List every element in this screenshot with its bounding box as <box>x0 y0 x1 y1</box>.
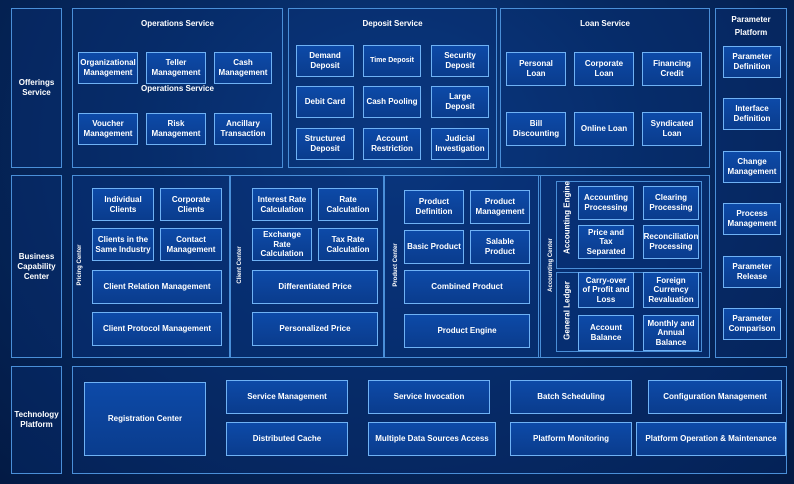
service-management-box[interactable]: Service Management <box>226 380 348 414</box>
voucher-management-box[interactable]: Voucher Management <box>78 113 138 145</box>
platform-monitoring-box[interactable]: Platform Monitoring <box>510 422 632 456</box>
risk-management-box[interactable]: Risk Management <box>146 113 206 145</box>
security-deposit-box[interactable]: Security Deposit <box>431 45 489 77</box>
product-management-box[interactable]: Product Management <box>470 190 530 224</box>
business-row-label: Business Capability Center <box>17 251 56 281</box>
online-loan-box[interactable]: Online Loan <box>574 112 634 146</box>
technology-row-label-panel <box>11 366 62 474</box>
individual-clients-box[interactable]: Individual Clients <box>92 188 154 221</box>
combined-product-box[interactable]: Combined Product <box>404 270 530 304</box>
loan-service-title: Loan Service <box>580 19 630 28</box>
corporate-clients-box[interactable]: Corporate Clients <box>160 188 222 221</box>
change-management-box[interactable]: Change Management <box>723 151 781 183</box>
pricing-center-label: Client Center <box>237 246 243 284</box>
accounting-engine-label: Accounting Engine <box>562 181 572 254</box>
ancillary-transaction-box[interactable]: Ancillary Transaction <box>214 113 272 145</box>
teller-management-box[interactable]: Teller Management <box>146 52 206 84</box>
operations-service-title: Operations Service <box>141 19 214 28</box>
time-deposit-box[interactable]: Time Deposit <box>363 45 421 77</box>
basic-product-box[interactable]: Basic Product <box>404 230 464 264</box>
demand-deposit-box[interactable]: Demand Deposit <box>296 45 354 77</box>
debit-card-box[interactable]: Debit Card <box>296 86 354 118</box>
process-management-box[interactable]: Process Management <box>723 203 781 235</box>
judicial-investigation-box[interactable]: Judicial Investigation <box>431 128 489 160</box>
parameter-release-box[interactable]: Parameter Release <box>723 256 781 288</box>
batch-scheduling-box[interactable]: Batch Scheduling <box>510 380 632 414</box>
foreign-currency-revaluation-box[interactable]: Foreign Currency Revaluation <box>643 272 699 308</box>
reconciliation-processing-box[interactable]: Reconciliation Processing <box>643 225 699 259</box>
cash-management-box[interactable]: Cash Management <box>214 52 272 84</box>
platform-operation-maintenance-box[interactable]: Platform Operation & Maintenance <box>636 422 786 456</box>
accounting-center-label: Accounting Center <box>548 238 554 292</box>
operations-service-subtitle: Operations Service <box>141 84 214 93</box>
service-invocation-box[interactable]: Service Invocation <box>368 380 490 414</box>
multiple-data-sources-access-box[interactable]: Multiple Data Sources Access <box>368 422 496 456</box>
parameter-definition-box[interactable]: Parameter Definition <box>723 46 781 78</box>
differentiated-price-box[interactable]: Differentiated Price <box>252 270 378 304</box>
syndicated-loan-box[interactable]: Syndicated Loan <box>642 112 702 146</box>
client-center-label: Pricing Center <box>77 244 83 286</box>
organizational-management-box[interactable]: Organizational Management <box>78 52 138 84</box>
monthly-annual-balance-box[interactable]: Monthly and Annual Balance <box>643 315 699 351</box>
interface-definition-box[interactable]: Interface Definition <box>723 98 781 130</box>
tax-rate-calculation-box[interactable]: Tax Rate Calculation <box>318 228 378 261</box>
product-center-label: Product Center <box>393 243 399 287</box>
contact-management-box[interactable]: Contact Management <box>160 228 222 261</box>
account-restriction-box[interactable]: Account Restriction <box>363 128 421 160</box>
rate-calculation-box[interactable]: Rate Calculation <box>318 188 378 221</box>
exchange-rate-calculation-box[interactable]: Exchange Rate Calculation <box>252 228 312 261</box>
financing-credit-box[interactable]: Financing Credit <box>642 52 702 86</box>
carry-over-profit-loss-box[interactable]: Carry-over of Profit and Loss <box>578 272 634 308</box>
technology-row-label: Technology Platform <box>14 410 59 429</box>
client-relation-management-box[interactable]: Client Relation Management <box>92 270 222 304</box>
general-ledger-label: General Ledger <box>562 281 572 340</box>
offerings-row-label-panel <box>11 8 62 168</box>
corporate-loan-box[interactable]: Corporate Loan <box>574 52 634 86</box>
personalized-price-box[interactable]: Personalized Price <box>252 312 378 346</box>
product-definition-box[interactable]: Product Definition <box>404 190 464 224</box>
salable-product-box[interactable]: Salable Product <box>470 230 530 264</box>
distributed-cache-box[interactable]: Distributed Cache <box>226 422 348 456</box>
cash-pooling-box[interactable]: Cash Pooling <box>363 86 421 118</box>
clients-same-industry-box[interactable]: Clients in the Same Industry <box>92 228 154 261</box>
configuration-management-box[interactable]: Configuration Management <box>648 380 782 414</box>
registration-center-box[interactable]: Registration Center <box>84 382 206 456</box>
business-row-label-panel <box>11 175 62 358</box>
parameter-platform-title: Parameter Platform <box>731 15 771 37</box>
client-protocol-management-box[interactable]: Client Protocol Management <box>92 312 222 346</box>
clearing-processing-box[interactable]: Clearing Processing <box>643 186 699 220</box>
deposit-service-title: Deposit Service <box>362 19 423 28</box>
interest-rate-calculation-box[interactable]: Interest Rate Calculation <box>252 188 312 221</box>
personal-loan-box[interactable]: Personal Loan <box>506 52 566 86</box>
product-engine-box[interactable]: Product Engine <box>404 314 530 348</box>
structured-deposit-box[interactable]: Structured Deposit <box>296 128 354 160</box>
accounting-processing-box[interactable]: Accounting Processing <box>578 186 634 220</box>
large-deposit-box[interactable]: Large Deposit <box>431 86 489 118</box>
price-tax-separated-box[interactable]: Price and Tax Separated <box>578 225 634 259</box>
account-balance-box[interactable]: Account Balance <box>578 315 634 351</box>
parameter-comparison-box[interactable]: Parameter Comparison <box>723 308 781 340</box>
bill-discounting-box[interactable]: Bill Discounting <box>506 112 566 146</box>
offerings-row-label: Offerings Service <box>18 78 55 97</box>
